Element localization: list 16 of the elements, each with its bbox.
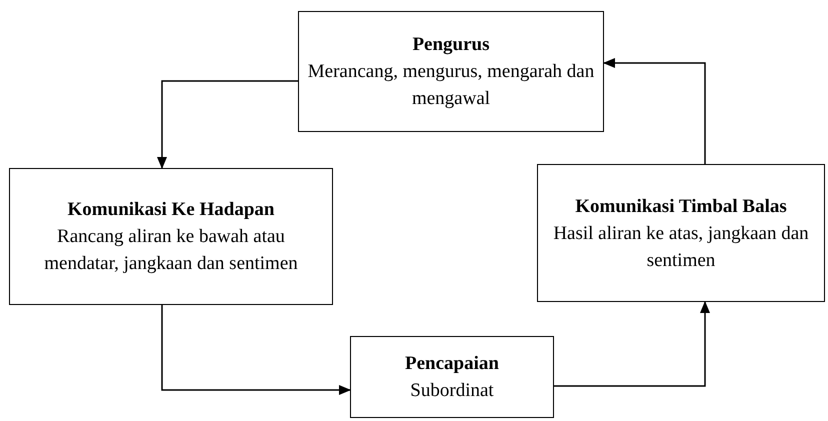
box-description: Subordinat [410,379,494,403]
arrow [161,305,351,395]
process-box [537,164,825,302]
arrow [554,301,710,387]
box-heading: Komunikasi Ke Hadapan [68,198,274,222]
box-heading: Pencapaian [405,352,499,376]
process-box [9,168,333,305]
box-description: Rancang aliran ke bawah atau mendatar, jangkaan dan sentimen [43,225,299,276]
box-description: Hasil aliran ke atas, jangkaan dan sentimen [552,222,810,272]
process-box [350,336,554,418]
box-heading: Pengurus [412,33,490,57]
arrow [157,80,298,169]
box-heading: Komunikasi Timbal Balas [575,194,787,218]
box-description: Merancang, mengurus, mengarah dan mengawal [307,60,595,111]
arrow [603,58,706,164]
process-box [298,11,604,132]
